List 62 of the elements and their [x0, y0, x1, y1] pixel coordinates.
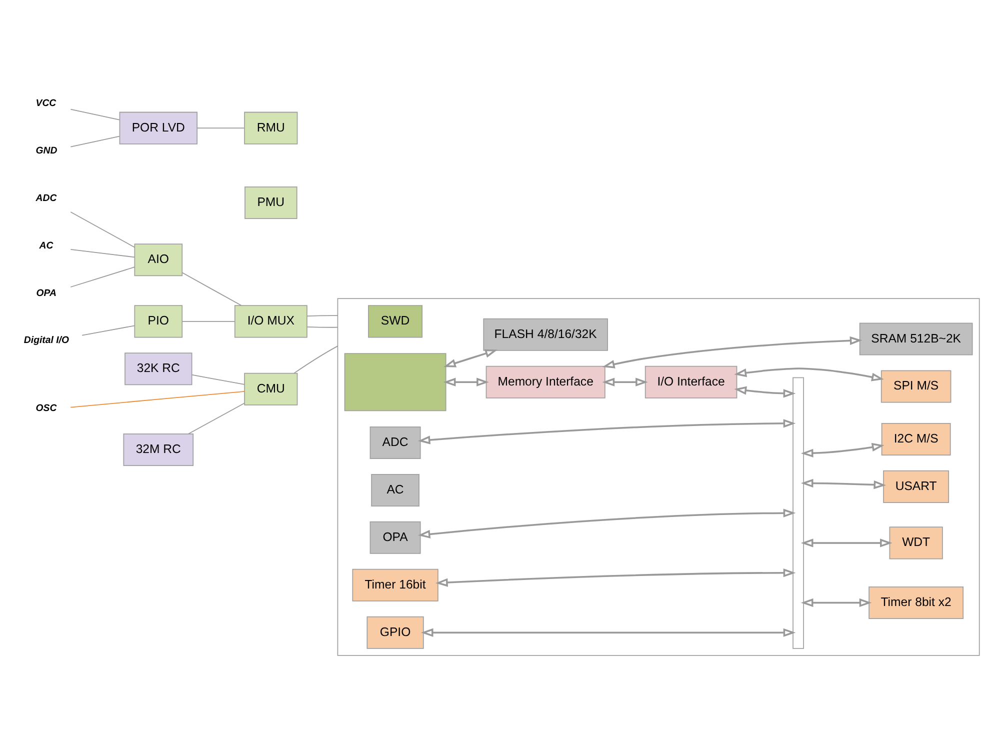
connector	[82, 325, 136, 336]
node-box: 32K RC	[124, 352, 192, 386]
node-box: FLASH 4/8/16/32K	[483, 318, 608, 351]
node-box: Timer 8bit x2	[868, 586, 964, 619]
node-text: VCC	[36, 98, 56, 109]
node-box: PIO	[134, 305, 183, 338]
node-box	[344, 353, 446, 412]
connector	[191, 374, 245, 385]
arrow	[800, 478, 886, 490]
connector	[182, 272, 242, 306]
arrow	[443, 378, 489, 386]
arrow	[418, 419, 796, 444]
node-box: GPIO	[366, 616, 424, 649]
node-box: I2C M/S	[881, 422, 951, 456]
arrow	[734, 368, 884, 382]
node-box: Timer 16bit	[352, 568, 438, 602]
node-text: OSC	[36, 402, 57, 414]
node-box: 32M RC	[123, 434, 194, 466]
connector	[70, 249, 135, 258]
arrow	[800, 442, 884, 458]
node-box: AIO	[134, 244, 183, 276]
arrow	[602, 336, 862, 368]
node-box: SWD	[368, 305, 423, 338]
arrow	[602, 378, 648, 386]
node-text: ADC	[36, 192, 57, 204]
node-box: CMU	[244, 372, 298, 406]
cluster	[337, 298, 980, 656]
node-box: SPI M/S	[880, 370, 952, 403]
connector	[306, 326, 338, 328]
connector	[294, 346, 338, 374]
node-box: I/O Interface	[644, 366, 738, 398]
node-box: OPA	[370, 521, 421, 554]
node-text: OPA	[36, 288, 56, 299]
node-box: I/O MUX	[234, 305, 308, 338]
connector	[70, 391, 245, 408]
arrow	[800, 598, 872, 608]
node-box: USART	[883, 470, 950, 503]
connector	[70, 266, 135, 288]
arrow	[444, 349, 498, 368]
arrow	[420, 628, 796, 637]
node-box: AC	[371, 474, 420, 506]
connector	[70, 136, 120, 148]
arrow	[800, 538, 892, 548]
connector	[306, 315, 338, 316]
arrow	[734, 386, 796, 398]
node-box: RMU	[244, 112, 298, 144]
node-box: ADC	[370, 426, 421, 459]
arrow	[418, 508, 796, 538]
node-box: Memory Interface	[486, 366, 606, 398]
node-text: Digital I/O	[24, 335, 69, 346]
connector	[70, 212, 135, 248]
node-box: SRAM 512B~2K	[859, 322, 973, 356]
node-box: WDT	[889, 526, 943, 560]
connector	[182, 321, 235, 322]
node-box: PMU	[244, 186, 298, 220]
node-bar	[792, 377, 804, 649]
arrow	[435, 568, 796, 587]
connector	[188, 402, 245, 434]
node-text: GND	[36, 145, 58, 156]
node-box: POR LVD	[119, 112, 198, 144]
node-text: AC	[39, 240, 54, 252]
connector	[70, 108, 120, 120]
